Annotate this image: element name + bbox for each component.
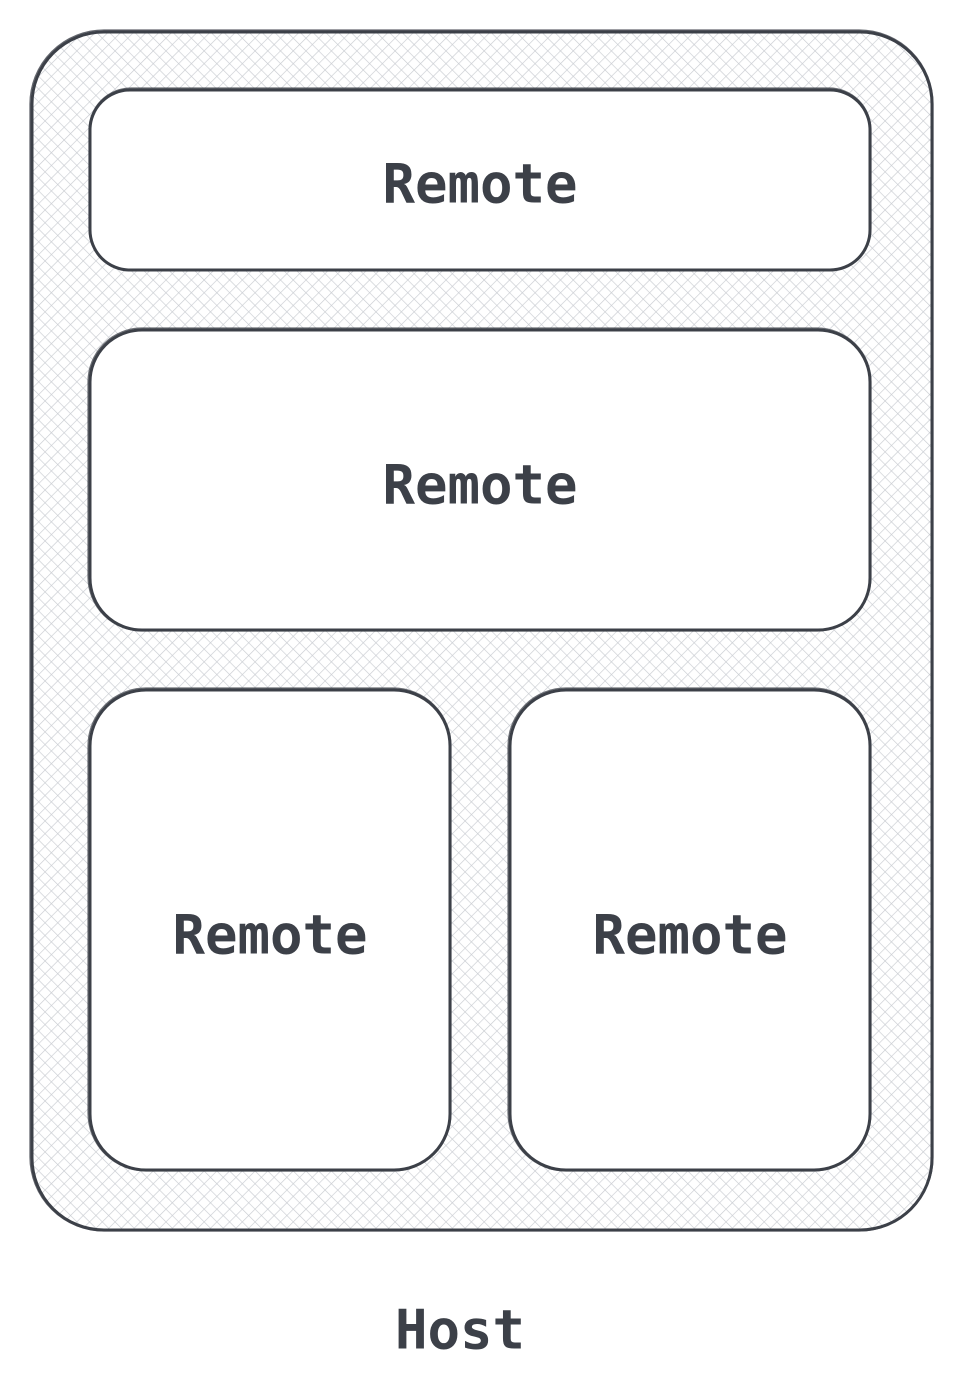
- remote-label: Remote: [382, 454, 577, 517]
- remote-box-top: Remote: [88, 87, 872, 272]
- remote-box-bottom-right: Remote: [507, 687, 872, 1172]
- host-label: Host: [395, 1299, 525, 1362]
- remote-box-middle: Remote: [87, 327, 872, 632]
- remote-box-bottom-left: Remote: [87, 687, 452, 1172]
- remote-label: Remote: [382, 153, 577, 216]
- remote-label: Remote: [172, 904, 367, 967]
- remote-label: Remote: [592, 904, 787, 967]
